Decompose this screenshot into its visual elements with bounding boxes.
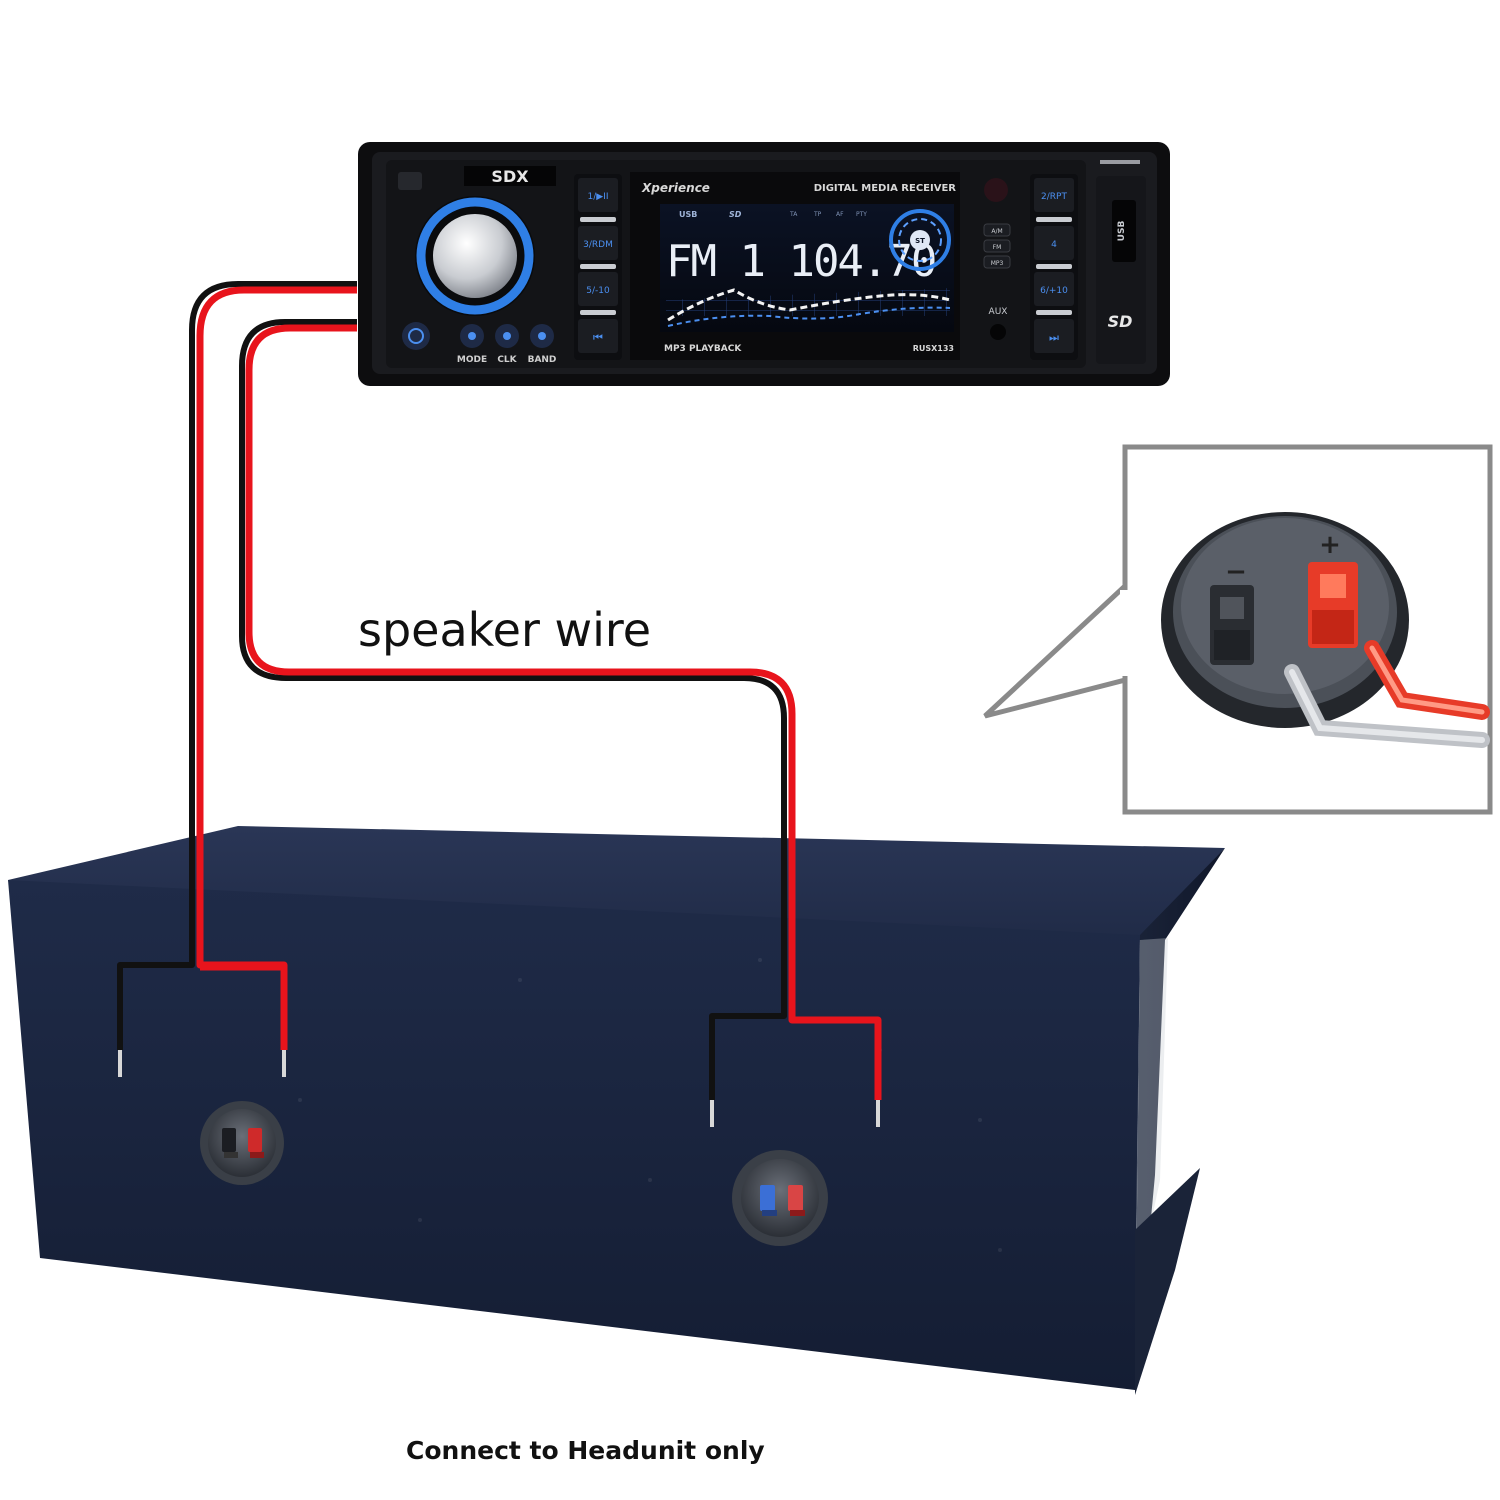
box-front-face	[8, 880, 1140, 1390]
wire-1-black	[117, 281, 357, 1050]
side-button-mp3-label: MP3	[991, 260, 1004, 267]
right-preset-buttons: 2/RPT 4 6/+10 ⏭	[1030, 174, 1078, 360]
model-name-label: Xperience	[641, 181, 710, 195]
terminal-cup-left	[200, 1101, 284, 1185]
sd-slot-label: SD	[1108, 312, 1133, 331]
side-button-fm-label: FM	[993, 244, 1002, 251]
preset-button-6[interactable]: 6/+10	[1034, 272, 1074, 306]
caption-label: Connect to Headunit only	[406, 1436, 765, 1465]
preset-button-2-label: 2/RPT	[1041, 192, 1067, 202]
wire-2-black	[239, 319, 787, 1100]
minus-sign-label: −	[1225, 557, 1247, 587]
prev-track-icon: ⏮	[593, 331, 603, 344]
eq-wave-lower	[667, 306, 951, 327]
box-base-plate	[1135, 1168, 1200, 1395]
preset-button-3-label: 3/RDM	[583, 240, 613, 250]
bottom-button-clk[interactable]: CLK	[495, 324, 519, 365]
bottom-button-mode[interactable]: MODE	[457, 324, 487, 365]
indicator-af: AF	[836, 211, 844, 218]
terminal-callout: − +	[983, 444, 1493, 815]
plus-sign-label: +	[1319, 530, 1341, 560]
side-button-mp3[interactable]: MP3	[983, 255, 1011, 269]
indicator-ta: TA	[789, 211, 798, 218]
terminal-plate-closeup: − +	[1161, 512, 1490, 748]
positive-terminal	[1308, 562, 1358, 648]
side-button-am[interactable]: A/M	[983, 223, 1011, 237]
bottom-button-mode-label: MODE	[457, 355, 487, 365]
side-button-am-label: A/M	[991, 228, 1002, 235]
next-track-button[interactable]: ⏭	[1034, 319, 1074, 353]
volume-knob[interactable]	[415, 196, 535, 316]
model-number-label: RUSX133	[913, 344, 954, 353]
terminal-cup-right	[732, 1150, 828, 1246]
preset-button-3[interactable]: 3/RDM	[578, 226, 618, 260]
preset-button-5[interactable]: 5/-10	[578, 272, 618, 306]
next-track-icon: ⏭	[1049, 331, 1059, 344]
aux-jack[interactable]	[990, 324, 1006, 340]
frequency-readout: FM 1 104.70	[666, 236, 935, 287]
product-line-label: DIGITAL MEDIA RECEIVER	[814, 183, 957, 194]
subwoofer-box	[8, 826, 1225, 1395]
ir-sensor	[984, 178, 1008, 202]
eq-wave-upper	[667, 288, 951, 322]
preset-button-1[interactable]: 1/▶II	[578, 178, 618, 212]
speaker-wire-set-2	[239, 319, 882, 1127]
speaker-wire-label: speaker wire	[358, 603, 652, 657]
negative-terminal	[1210, 585, 1254, 665]
wire-1-red	[196, 286, 357, 1050]
left-preset-buttons: 1/▶II 3/RDM 5/-10 ⏮	[574, 174, 622, 360]
speaker-wire-set-1	[117, 281, 357, 1077]
bottom-button-clk-label: CLK	[497, 355, 517, 365]
sd-indicator: SD	[729, 210, 742, 219]
power-button[interactable]	[402, 322, 430, 350]
preset-button-4-label: 4	[1051, 240, 1057, 250]
preset-button-6-label: 6/+10	[1040, 286, 1068, 296]
disc-icon: ST	[889, 209, 951, 271]
usb-port-label: USB	[1117, 221, 1127, 242]
wire-2-red	[245, 324, 882, 1100]
preset-button-2[interactable]: 2/RPT	[1034, 178, 1074, 212]
preset-button-5-label: 5/-10	[586, 286, 610, 296]
disc-label: ST	[915, 237, 925, 245]
indicator-pty: PTY	[856, 211, 867, 218]
prev-track-button[interactable]: ⏮	[578, 319, 618, 353]
preset-button-1-label: 1/▶II	[588, 192, 609, 202]
brand-label: SDX	[491, 167, 529, 186]
head-unit: SDX MODE CLK BAND	[358, 142, 1170, 386]
display-panel: Xperience DIGITAL MEDIA RECEIVER USB SD …	[630, 172, 960, 360]
box-side-panel	[1135, 938, 1168, 1300]
bottom-button-band[interactable]: BAND	[528, 324, 557, 365]
preset-button-4[interactable]: 4	[1034, 226, 1074, 260]
eject-button[interactable]	[398, 172, 422, 190]
indicator-tp: TP	[813, 211, 822, 218]
side-button-fm[interactable]: FM	[983, 239, 1011, 253]
playback-label: MP3 PLAYBACK	[664, 344, 742, 354]
box-side-face	[1135, 848, 1225, 1390]
usb-indicator: USB	[679, 210, 697, 219]
usb-port[interactable]	[1112, 200, 1136, 262]
aux-label: AUX	[989, 307, 1008, 317]
bottom-button-band-label: BAND	[528, 355, 557, 365]
